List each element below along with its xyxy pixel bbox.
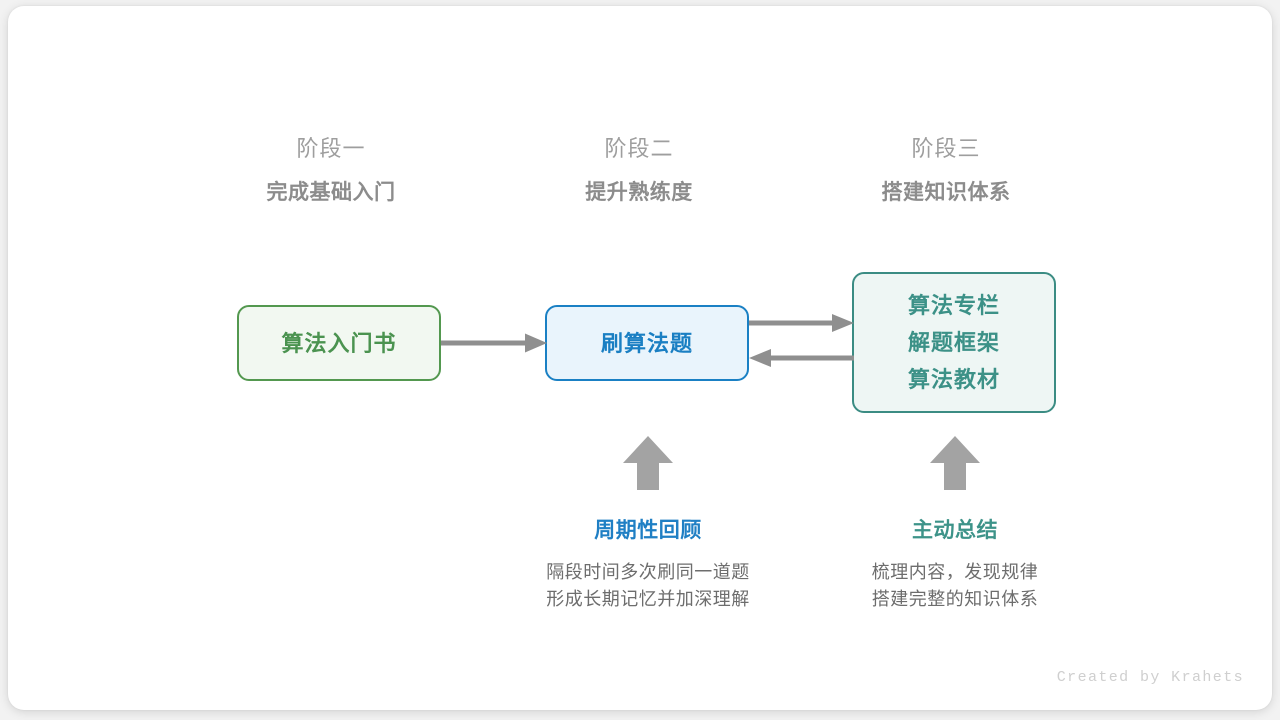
node-line: 算法入门书 xyxy=(281,330,397,356)
node-line: 解题框架 xyxy=(907,330,1000,355)
note-description: 隔段时间多次刷同一道题 形成长期记忆并加深理解 xyxy=(498,559,798,613)
note-title: 主动总结 xyxy=(912,519,998,542)
arrow-resources-to-practice-icon xyxy=(749,349,854,367)
stage-goal: 完成基础入门 xyxy=(266,181,396,204)
note-description: 梳理内容，发现规律 搭建完整的知识体系 xyxy=(805,559,1105,613)
node-algorithm-intro-book[interactable]: 算法入门书 xyxy=(237,305,441,381)
arrow-up-review-icon xyxy=(623,436,673,490)
node-line: 算法专栏 xyxy=(907,293,1000,318)
stage-label: 阶段一 xyxy=(296,136,366,161)
stage-header-3: 阶段三 搭建知识体系 xyxy=(816,134,1076,208)
note-title: 周期性回顾 xyxy=(594,519,702,542)
stage-label: 阶段三 xyxy=(911,136,981,161)
node-line: 算法教材 xyxy=(907,367,1000,392)
stage-header-2: 阶段二 提升熟练度 xyxy=(509,134,769,208)
stage-label: 阶段二 xyxy=(604,136,674,161)
note-periodic-review: 周期性回顾 隔段时间多次刷同一道题 形成长期记忆并加深理解 xyxy=(498,516,798,613)
node-learning-resources[interactable]: 算法专栏 解题框架 算法教材 xyxy=(852,272,1056,413)
node-line: 刷算法题 xyxy=(600,330,693,356)
arrow-book-to-practice-icon xyxy=(441,333,547,353)
diagram-card: 阶段一 完成基础入门 阶段二 提升熟练度 阶段三 搭建知识体系 算法入门书 刷算… xyxy=(8,6,1272,710)
arrow-up-summary-icon xyxy=(930,436,980,490)
note-description-line: 梳理内容，发现规律 xyxy=(871,562,1039,582)
stage-goal: 提升熟练度 xyxy=(585,181,693,204)
note-active-summary: 主动总结 梳理内容，发现规律 搭建完整的知识体系 xyxy=(805,516,1105,613)
stage-goal: 搭建知识体系 xyxy=(881,181,1011,204)
note-description-line: 搭建完整的知识体系 xyxy=(871,589,1039,609)
note-description-line: 形成长期记忆并加深理解 xyxy=(546,589,750,609)
node-practice-problems[interactable]: 刷算法题 xyxy=(545,305,749,381)
stage-header-1: 阶段一 完成基础入门 xyxy=(201,134,461,208)
footer-credit: Created by Krahets xyxy=(1056,669,1244,686)
note-description-line: 隔段时间多次刷同一道题 xyxy=(546,562,750,582)
arrow-practice-to-resources-icon xyxy=(749,314,854,332)
